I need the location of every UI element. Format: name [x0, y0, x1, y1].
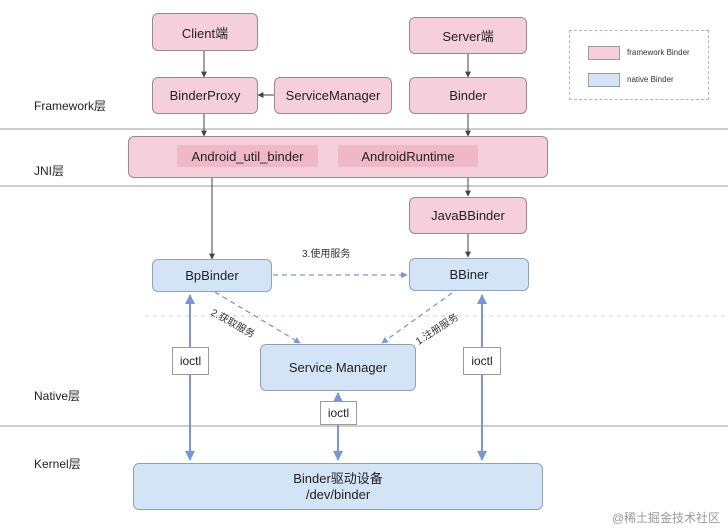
legend-framework-label: framework Binder [627, 48, 690, 57]
android-util-binder-node: Android_util_binder [177, 145, 318, 167]
legend-native-label: native Binder [627, 75, 674, 84]
layer-label-framework: Framework层 [34, 99, 107, 113]
legend: framework Binder native Binder [569, 30, 709, 100]
android-runtime-node: AndroidRuntime [338, 145, 478, 167]
watermark: @稀土掘金技术社区 [611, 511, 720, 525]
ioctl-label-right: ioctl [463, 347, 501, 375]
layer-separators [0, 128, 728, 427]
servicemanager-java-node: ServiceManager [274, 77, 392, 114]
layer-label-kernel: Kernel层 [34, 457, 81, 471]
bpbinder-node: BpBinder [152, 259, 272, 292]
binder-node: Binder [409, 77, 527, 114]
bbiner-node: BBiner [409, 258, 529, 291]
binder-driver-path: /dev/binder [305, 486, 371, 502]
binder-driver-node: Binder驱动设备 /dev/binder [133, 463, 543, 510]
layer-label-jni: JNI层 [34, 164, 65, 178]
client-node: Client端 [152, 13, 258, 51]
arrow-get-service [214, 291, 301, 344]
legend-framework-swatch [588, 46, 620, 60]
legend-native-swatch [588, 73, 620, 87]
use-service-label: 3.使用服务 [302, 249, 351, 260]
layer-label-native: Native层 [34, 389, 81, 403]
javabbinder-node: JavaBBinder [409, 197, 527, 234]
binderproxy-node: BinderProxy [152, 77, 258, 114]
service-manager-native-node: Service Manager [260, 344, 416, 391]
ioctl-label-left: ioctl [172, 347, 209, 375]
ioctl-label-center: ioctl [320, 401, 357, 425]
binder-driver-title: Binder驱动设备 [293, 470, 383, 486]
server-node: Server端 [409, 17, 527, 54]
